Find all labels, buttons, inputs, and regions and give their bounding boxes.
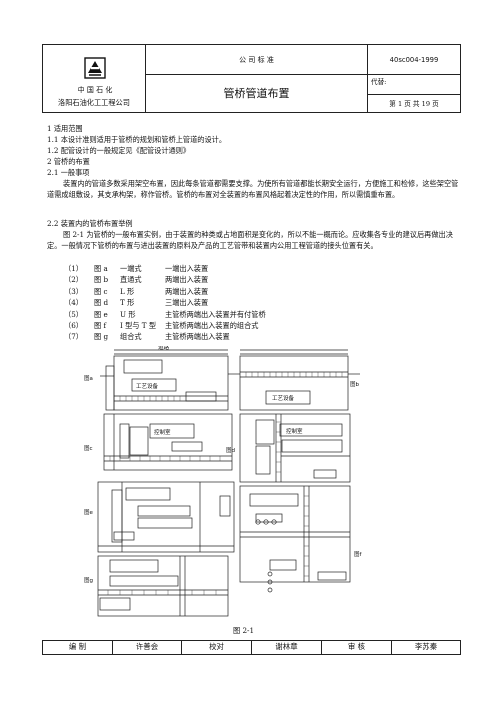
section-2-2-title: 2.2 装置内的管桥布置举例	[47, 219, 133, 228]
fig-c-label: 图c	[84, 444, 93, 452]
list-item-type: T 形	[120, 298, 135, 308]
section-2-title: 2 管桥的布置	[47, 157, 90, 166]
compile-label: 编 制	[68, 642, 87, 651]
list-item-fig: 图 c	[94, 286, 108, 296]
list-item-desc: 一端出入装置	[165, 264, 209, 273]
checker-name: 谢林章	[275, 642, 298, 651]
standard-type: 公 司 标 准	[239, 56, 274, 64]
fig-a-label: 图a	[84, 374, 93, 382]
list-item-fig: 图 a	[94, 264, 108, 273]
company-name: 洛阳石油化工工程公司	[58, 98, 130, 107]
auditor-name: 李苏秦	[414, 642, 438, 651]
section-2-1-body: 装置内的管道多数采用架空布置，因此每条管道都需要支撑。为使所有管道都能长期安全运…	[47, 179, 459, 199]
document-title: 管桥管道布置	[223, 87, 290, 100]
list-item-fig: 图 f	[94, 321, 107, 330]
figure-caption: 图 2-1	[233, 626, 255, 635]
list-item-num: （7）	[64, 332, 83, 342]
control-label-a: 控制室	[154, 428, 171, 436]
page-info: 第 1 页 共 19 页	[389, 100, 439, 108]
control-label-b: 控制室	[286, 427, 303, 435]
company-logo	[84, 57, 106, 79]
list-item-num: （6）	[64, 321, 83, 330]
road-label: 道路	[158, 346, 170, 351]
section-2-1-title: 2.1 一般事项	[47, 168, 90, 177]
list-item-num: （4）	[64, 298, 83, 308]
check-label: 校对	[209, 642, 224, 651]
equip-label-b: 工艺设备	[272, 394, 295, 402]
compiler-name: 许善会	[135, 642, 159, 651]
list-item-num: （1）	[64, 264, 83, 273]
list-item-type: L 形	[120, 286, 135, 296]
company-cn: 中 国 石 化	[77, 86, 113, 94]
list-item-type: 直通式	[120, 275, 142, 285]
section-1-2: 1.2 配管设计的一般规定见《配管设计通则》	[47, 146, 191, 155]
list-item-desc: 两端出入装置	[165, 286, 209, 296]
replace-label: 代替:	[371, 78, 387, 86]
list-item-desc: 两端出入装置	[165, 275, 209, 285]
equip-label-a: 工艺设备	[136, 382, 159, 390]
list-item-num: （5）	[64, 309, 83, 319]
fig-f-label: 图f	[354, 550, 363, 558]
list-item-fig: 图 d	[94, 298, 109, 308]
list-item-type: 组合式	[120, 332, 142, 342]
list-item-type: 一端式	[120, 264, 142, 273]
section-1-title: 1 适用范围	[47, 124, 83, 133]
fig-g-label: 图g	[84, 576, 93, 584]
list-item-fig: 图 e	[94, 309, 108, 319]
list-item-type: I 型与 T 型	[120, 321, 157, 330]
list-item-fig: 图 b	[94, 275, 109, 285]
standard-number: 40sc004-1999	[389, 56, 439, 64]
fig-b-label: 图b	[350, 380, 360, 388]
section-1-1: 1.1 本设计准则适用于管桥的规划和管桥上管道的设计。	[47, 135, 227, 144]
list-item-num: （2）	[64, 275, 83, 285]
list-item-desc: 三端出入装置	[165, 298, 209, 308]
fig-d-label: 图d	[226, 446, 235, 454]
list-item-type: U 形	[120, 309, 136, 319]
list-item-desc: 主管桥两端出入装置并有付管桥	[165, 309, 266, 319]
list-item-fig: 图 g	[94, 332, 109, 342]
list-item-desc: 主管桥两端出入装置的组合式	[165, 321, 259, 330]
fig-e-label: 图e	[84, 508, 94, 516]
list-item-desc: 主管桥两端出入装置	[165, 332, 230, 342]
audit-label: 审 核	[347, 642, 366, 651]
list-item-num: （3）	[64, 286, 83, 296]
section-2-2-body: 图 2-1 为管桥的一般布置实例，由于装置的种类或占地面积是变化的，所以不能一概…	[47, 230, 453, 250]
figure-2-1: 图a 图b 图c 图d 图e 图f 图g 工艺设备 工艺设备 控制室 控制室 道…	[84, 346, 363, 617]
